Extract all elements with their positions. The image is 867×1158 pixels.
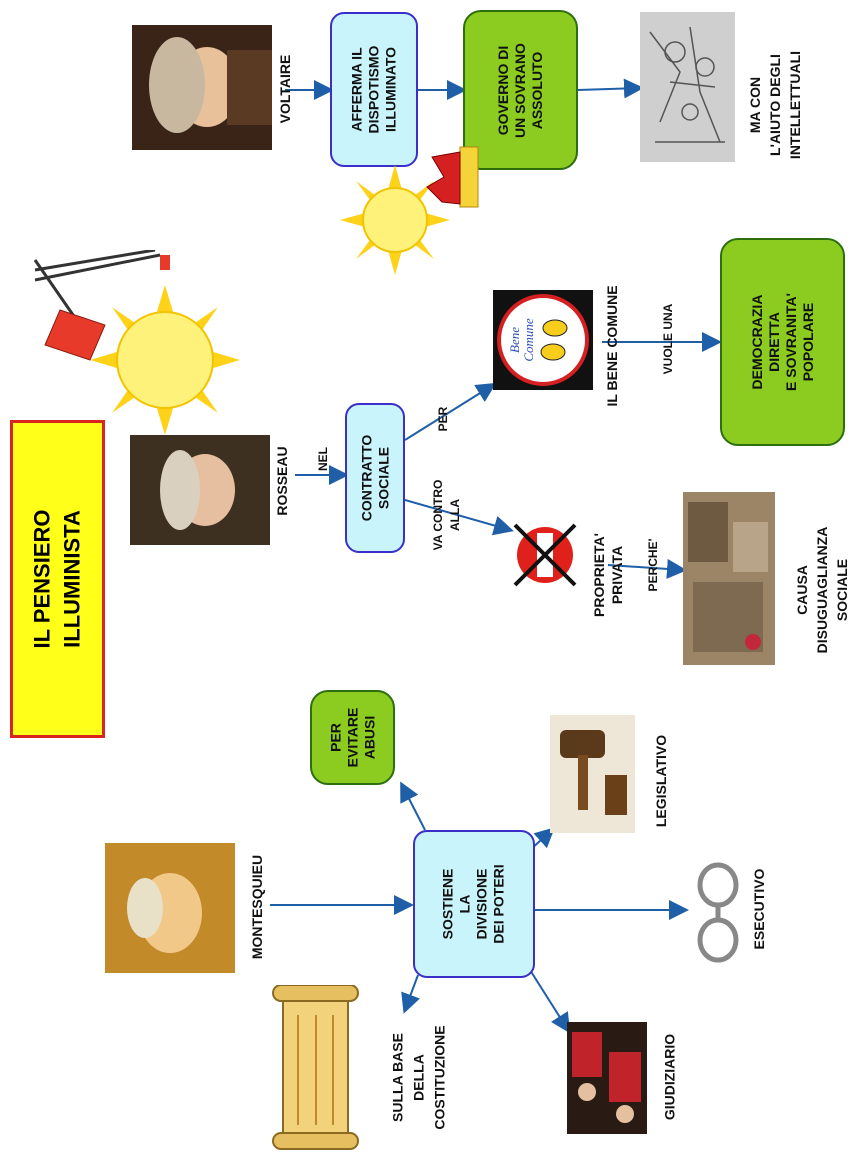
costituzione-line2: DELLA (410, 1054, 427, 1101)
crown-icon (426, 146, 479, 208)
voltaire-label: VOLTAIRE (277, 54, 293, 124)
contro-line1: VA CONTRO (431, 479, 445, 551)
nel-label: NEL (316, 447, 330, 471)
no-entry-icon (513, 523, 577, 587)
intellettuali-line3: INTELLETTUALI (787, 50, 803, 160)
lamp-icon (33, 250, 170, 361)
proprieta-line2: PRIVATA (609, 545, 625, 605)
scroll-icon (272, 985, 359, 1150)
causa-line3: SOCIALE (834, 558, 850, 622)
divisione-poteri-box: SOSTIENE LA DIVISIONE DEI POTERI (413, 830, 535, 978)
arrow-governo-to-intellettuali (577, 78, 644, 99)
abusi-line2: EVITARE (343, 707, 360, 768)
causa-line2: DISUGUAGLIANZA (814, 526, 830, 654)
arrow-contratto-to-proprieta (404, 499, 514, 536)
arrow-box-to-abusi (400, 781, 426, 831)
vuole-label: VUOLE UNA (661, 303, 675, 375)
giudiziario-label: GIUDIZIARIO (661, 1033, 678, 1121)
perche-label: PERCHE' (646, 538, 660, 592)
abusi-line3: ABUSI (360, 715, 377, 760)
contro-line2: ALLA (448, 499, 462, 531)
causa-line1: CAUSA (794, 565, 810, 615)
arrow-proprieta-to-causa (607, 558, 687, 579)
dispotismo-box: AFFERMA IL DISPOTISMO ILLUMINATO (330, 12, 418, 167)
democrazia-line1: DEMOCRAZIA (748, 294, 765, 390)
causa-label: CAUSA DISUGUAGLIANZA SOCIALE (792, 505, 852, 675)
contratto-box: CONTRATTO SOCIALE (345, 403, 405, 553)
rosseau-portrait (130, 435, 270, 545)
title-line1: IL PENSIERO (29, 509, 55, 649)
contratto-line2: SOCIALE (375, 446, 391, 510)
divisione-line4: DEI POTERI (490, 864, 507, 944)
arrow-contratto-to-bene (404, 382, 497, 441)
governo-box: GOVERNO DI UN SOVRANO ASSOLUTO (463, 10, 578, 170)
esecutivo-label: ESECUTIVO (751, 868, 767, 950)
proprieta-line1: PROPRIETA' (591, 533, 607, 617)
divisione-line1: SOSTIENE (439, 868, 456, 940)
costituzione-line1: SULLA BASE (389, 1033, 406, 1122)
democrazia-line2: DIRETTA (765, 312, 782, 372)
abusi-box: PER EVITARE ABUSI (310, 690, 395, 785)
intellettuali-engraving (640, 12, 735, 162)
divisione-line3: DIVISIONE (473, 868, 490, 940)
proprieta-label: PROPRIETA' PRIVATA (590, 520, 630, 630)
costituzione-label: SULLA BASE DELLA COSTITUZIONE (388, 998, 453, 1158)
per-label: PER (436, 406, 450, 432)
divisione-line2: LA (456, 894, 473, 914)
sun-icon-large (90, 285, 240, 435)
dispotismo-line1: AFFERMA IL (348, 47, 365, 132)
bene-logo-line2: Comune (521, 318, 536, 362)
montesquieu-portrait (105, 843, 235, 973)
rosseau-label: ROSSEAU (274, 446, 290, 516)
dispotismo-line3: ILLUMINATO (382, 46, 399, 133)
intellettuali-line1: MA CON (747, 76, 763, 134)
bene-logo-line1: Bene (507, 327, 522, 353)
title-box: IL PENSIERO ILLUMINISTA (10, 420, 105, 738)
bene-comune-logo: Bene Comune (493, 290, 593, 390)
governo-line1: GOVERNO DI (495, 45, 511, 135)
gavel-icon (550, 715, 635, 833)
arrow-box-to-giudiziario (529, 969, 571, 1034)
handcuffs-icon (697, 862, 739, 963)
title-line2: ILLUMINISTA (59, 510, 85, 648)
montesquieu-label: MONTESQUIEU (249, 854, 265, 960)
democrazia-line4: POPOLARE (799, 302, 816, 382)
abusi-line1: PER (326, 723, 343, 752)
legislativo-label: LEGISLATIVO (653, 734, 669, 828)
governo-line3: ASSOLUTO (529, 51, 545, 129)
giudiziario-photo (567, 1022, 647, 1134)
intellettuali-label: MA CON L'AIUTO DEGLI INTELLETTUALI (745, 35, 805, 175)
voltaire-portrait (132, 25, 272, 150)
disuguaglianza-photo (683, 492, 775, 665)
democrazia-line3: E SOVRANITA' (782, 293, 799, 391)
democrazia-box: DEMOCRAZIA DIRETTA E SOVRANITA' POPOLARE (720, 238, 845, 446)
bene-comune-label: IL BENE COMUNE (604, 285, 620, 407)
contro-label: VA CONTRO ALLA (430, 460, 470, 570)
arrow-box-to-costituzione (401, 974, 420, 1014)
intellettuali-line2: L'AIUTO DEGLI (767, 54, 783, 156)
costituzione-line3: COSTITUZIONE (431, 1025, 448, 1130)
contratto-line1: CONTRATTO (358, 434, 374, 522)
governo-line2: UN SOVRANO (512, 42, 528, 138)
dispotismo-line2: DISPOTISMO (365, 45, 382, 134)
